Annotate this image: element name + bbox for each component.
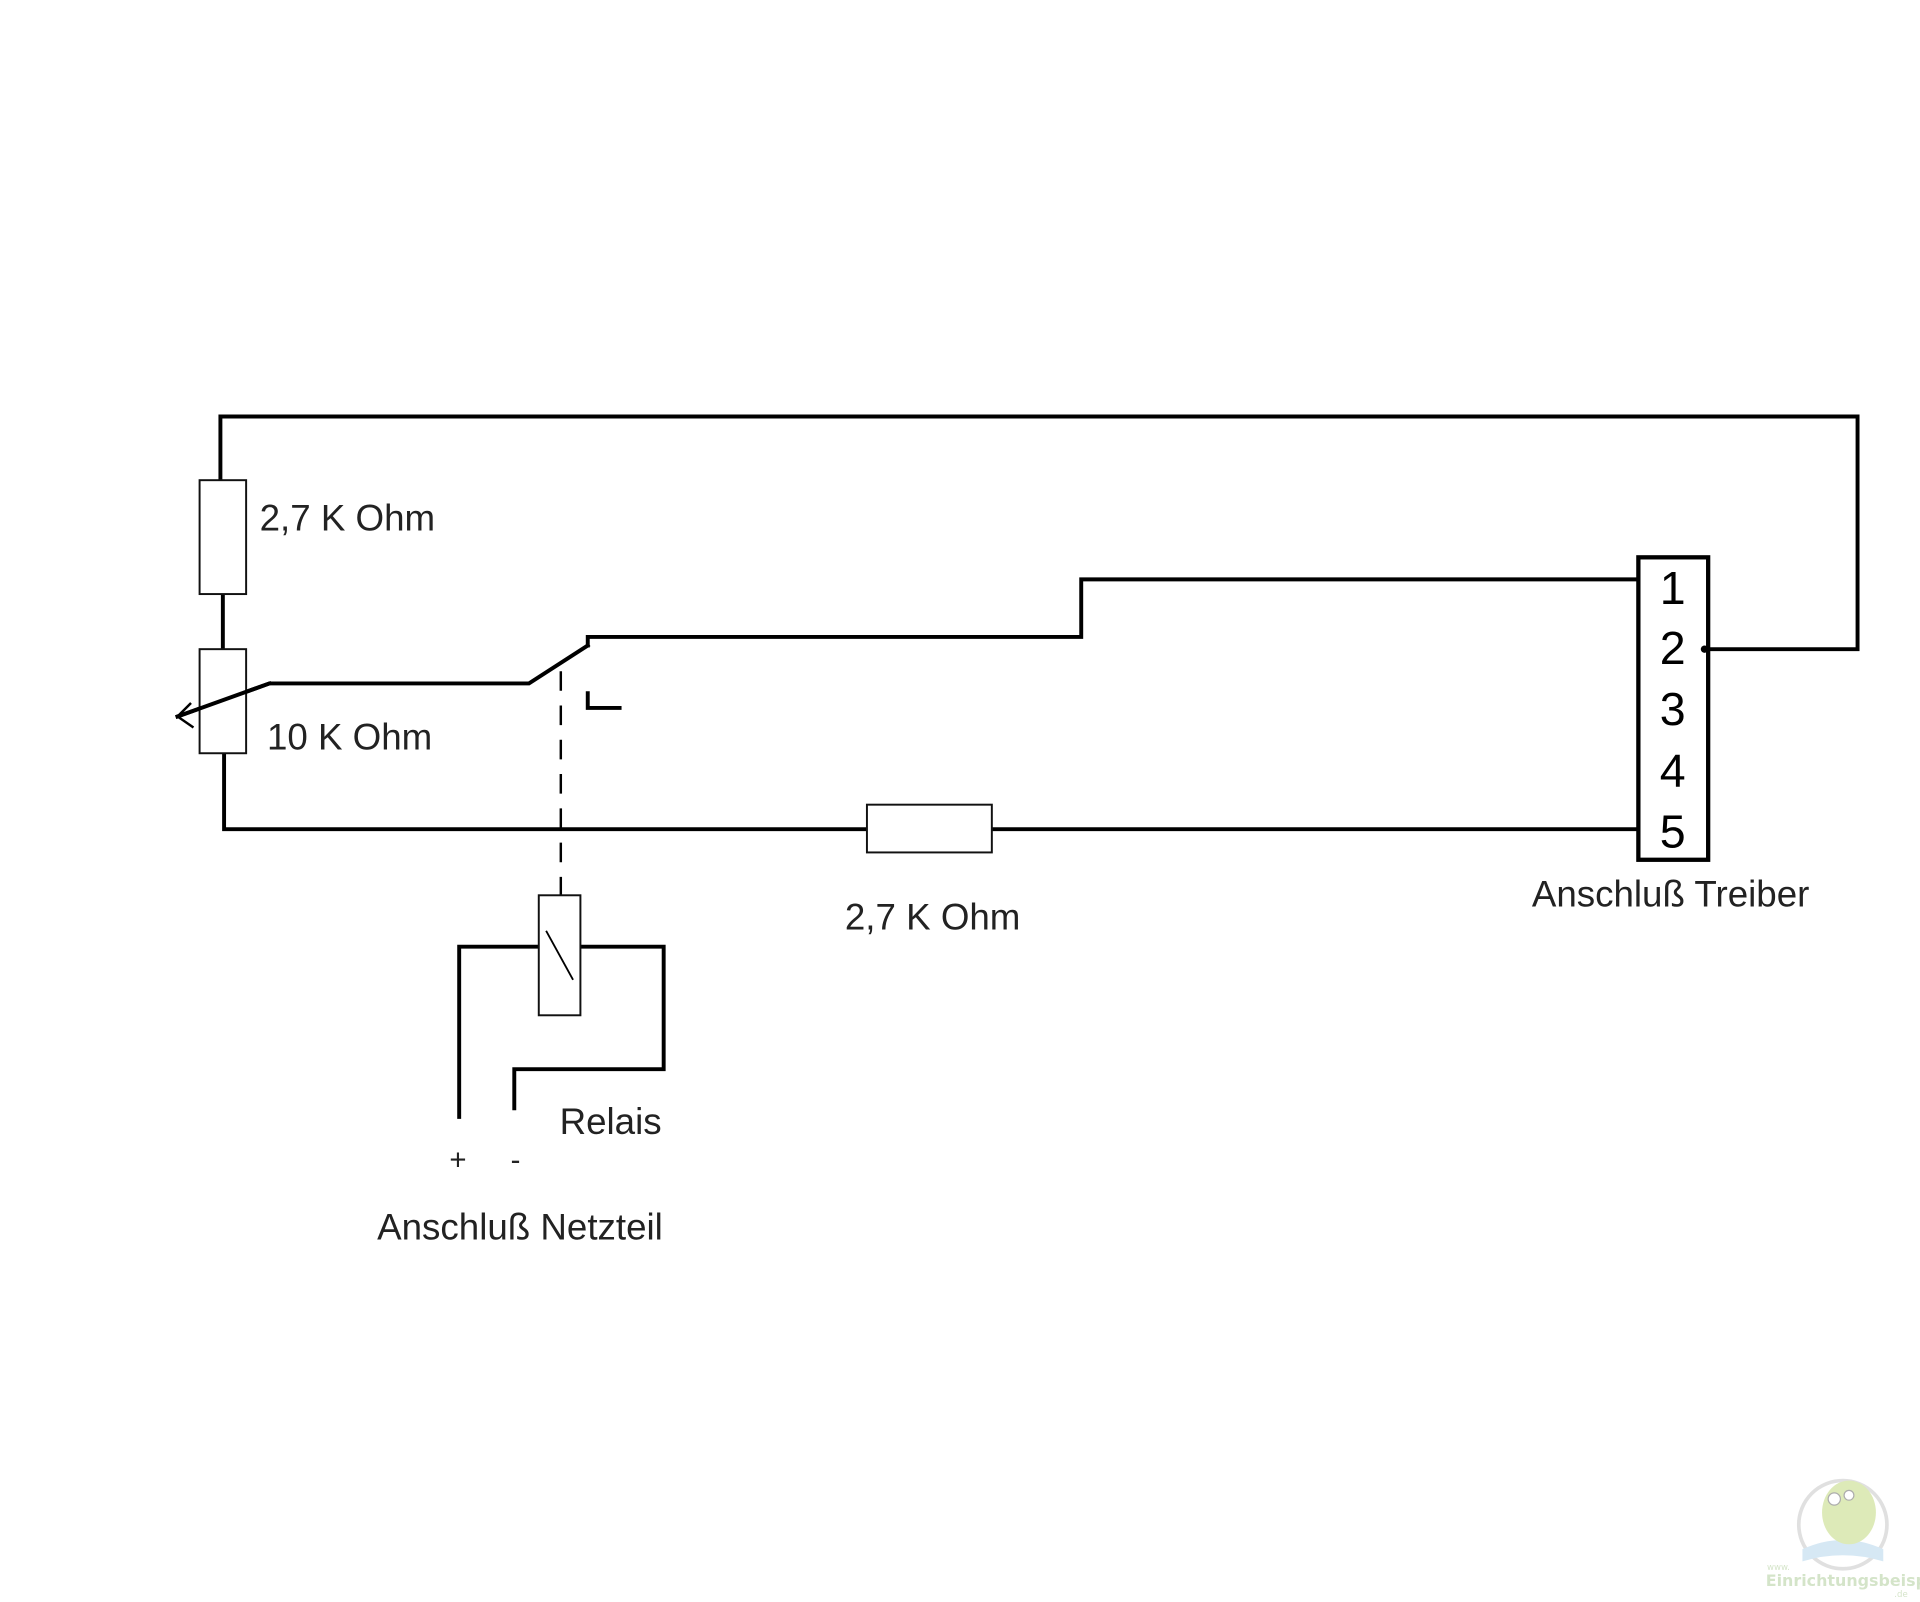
pin-1: 1 xyxy=(1660,562,1686,614)
label-r1: 2,7 K Ohm xyxy=(260,497,436,538)
fixed-contact xyxy=(585,691,622,710)
wiper-arrow xyxy=(175,680,272,720)
top-wire xyxy=(218,414,1860,652)
label-relay: Relais xyxy=(560,1101,662,1142)
label-driver: Anschluß Treiber xyxy=(1532,873,1810,914)
relay-coil xyxy=(537,894,582,1017)
watermark-name: Einrichtungsbeispiele xyxy=(1766,1571,1920,1590)
pin-5: 5 xyxy=(1660,806,1686,858)
bottom-wire xyxy=(222,751,869,832)
label-pot: 10 K Ohm xyxy=(267,717,432,758)
resistor-r1 xyxy=(198,479,248,596)
pin2-junction xyxy=(1700,645,1709,653)
pin-3: 3 xyxy=(1660,683,1686,735)
driver-connector xyxy=(1636,555,1711,862)
pin-2: 2 xyxy=(1660,622,1686,674)
label-r3: 2,7 K Ohm xyxy=(845,897,1021,938)
wires xyxy=(175,414,1860,1119)
pin-4: 4 xyxy=(1660,744,1686,796)
label-minus: - xyxy=(511,1144,521,1177)
watermark-suffix: .de xyxy=(1894,1590,1907,1600)
label-psu: Anschluß Netzteil xyxy=(377,1206,663,1247)
resistor-r3 xyxy=(865,803,993,854)
psu-minus-wire xyxy=(512,944,666,1111)
psu-plus-wire xyxy=(457,944,541,1119)
switch-to-pin1 xyxy=(585,577,1641,648)
label-plus: + xyxy=(449,1144,466,1177)
watermark-prefix: www. xyxy=(1767,1563,1790,1573)
watermark-logo: www. Einrichtungsbeispiele .de xyxy=(1766,1478,1920,1600)
